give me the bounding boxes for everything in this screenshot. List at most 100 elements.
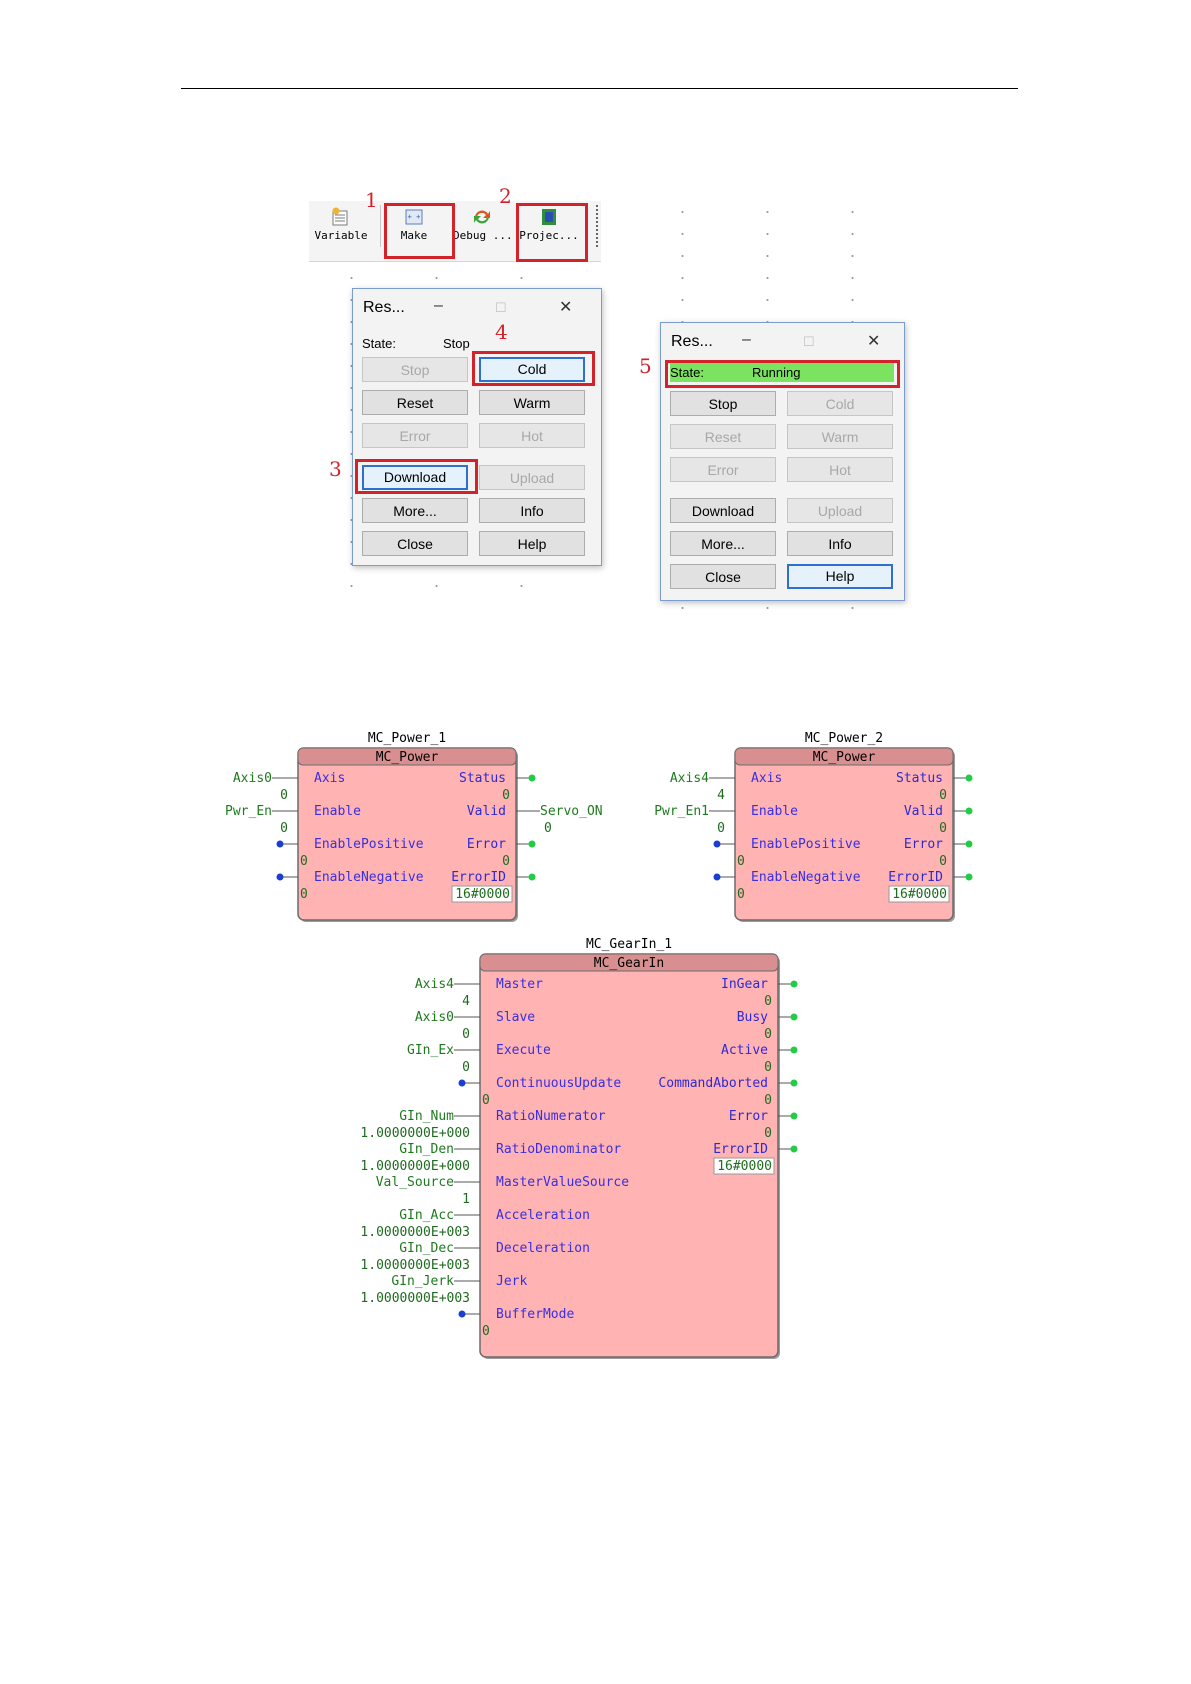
reset-button[interactable]: Reset [362, 390, 468, 415]
right-screenshot: Res... – ☐ ✕ State: Running Stop Cold Re… [640, 201, 923, 610]
mc-gearin-1-input-dot-BufferMode [458, 1310, 466, 1318]
maximize-button: ☐ [803, 334, 815, 349]
hot-button: Hot [479, 423, 585, 448]
warm-button[interactable]: Warm [479, 390, 585, 415]
help-button[interactable]: Help [479, 531, 585, 556]
step-number-4: 4 [495, 320, 508, 344]
mc-power-1-input-value-EnablePositive: 0 [300, 854, 308, 869]
download-button[interactable]: Download [670, 498, 776, 523]
info-button[interactable]: Info [479, 498, 585, 523]
mc-power-1-type-name: MC_Power [376, 750, 439, 765]
state-label: State: [362, 336, 396, 351]
mc-gearin-1-input-value-RatioNumerator: 1.0000000E+000 [360, 1126, 470, 1141]
step-number-2: 2 [499, 184, 512, 208]
mc-power-2-output-Status: Status [896, 771, 943, 786]
mc-power-1-output-value-ErrorID: 16#0000 [455, 887, 510, 902]
error-button: Error [362, 423, 468, 448]
cold-button: Cold [787, 391, 893, 416]
mc-power-1-output-ErrorID: ErrorID [451, 870, 506, 885]
mc-gearin-1-output-value-InGear: 0 [764, 994, 772, 1009]
close-icon[interactable]: ✕ [867, 333, 881, 350]
mc-gearin-1-output-dot-InGear [790, 980, 798, 988]
project-icon [542, 209, 556, 225]
close-icon[interactable]: ✕ [559, 299, 573, 316]
mc-power-1-instance-name: MC_Power_1 [368, 731, 446, 746]
mc-power-1-header [297, 747, 517, 766]
toolbar-project[interactable]: Projec... [517, 201, 581, 251]
mc-power-1-input-EnablePositive: EnablePositive [314, 837, 424, 852]
toolbar-variable[interactable]: Variable [311, 201, 371, 251]
mc-power-2-output-Valid: Valid [904, 804, 943, 819]
mc-power-2-input-value-EnablePositive: 0 [737, 854, 745, 869]
mc-gearin-1-input-MasterValueSource: MasterValueSource [496, 1175, 629, 1190]
mc-power-1-input-var-Axis: Axis0 [233, 771, 272, 786]
mc-gearin-1-output-Active: Active [721, 1043, 768, 1058]
mc-gearin-1-input-value-Execute: 0 [462, 1060, 470, 1075]
download-button[interactable]: Download [362, 465, 468, 490]
minimize-button[interactable]: – [742, 331, 751, 348]
hot-button: Hot [787, 457, 893, 482]
mc-gearin-1-header [479, 953, 779, 972]
mc-gearin-1-input-BufferMode: BufferMode [496, 1307, 574, 1322]
mc-power-2-output-value-Valid: 0 [939, 821, 947, 836]
help-button[interactable]: Help [787, 564, 893, 589]
mc-gearin-1-output-box-ErrorID [713, 1157, 775, 1175]
mc-power-2-output-dot-Status [965, 774, 973, 782]
upload-button: Upload [479, 465, 585, 490]
info-button[interactable]: Info [787, 531, 893, 556]
upload-button: Upload [787, 498, 893, 523]
variable-icon [332, 207, 348, 226]
mc-power-2-type-name: MC_Power [813, 750, 876, 765]
mc-gearin-1-instance-name: MC_GearIn_1 [586, 937, 672, 952]
mc-gearin-1-input-var-MasterValueSource: Val_Source [376, 1175, 454, 1190]
more-button[interactable]: More... [670, 531, 776, 556]
function-block-diagram: MC_Power_1MC_PowerAxisAxis00EnablePwr_En… [225, 731, 973, 1359]
toolbar-make[interactable]: + + Make [385, 201, 443, 251]
mc-gearin-1-type-name: MC_GearIn [594, 956, 664, 971]
warm-button: Warm [787, 424, 893, 449]
mc-gearin-1-output-value-ErrorID: 16#0000 [717, 1159, 772, 1174]
mc-power-1-output-box-ErrorID [451, 885, 513, 903]
close-button[interactable]: Close [670, 564, 776, 589]
mc-gearin-1-input-Execute: Execute [496, 1043, 551, 1058]
mc-gearin-1-input-var-Execute: GIn_Ex [407, 1043, 454, 1058]
mc-power-1-output-Status: Status [459, 771, 506, 786]
mc-gearin-1-input-Master: Master [496, 977, 543, 992]
mc-power-2-output-dot-ErrorID [965, 873, 973, 881]
toolbar-debug[interactable]: Debug ... [453, 201, 513, 251]
mc-power-2-input-Enable: Enable [751, 804, 798, 819]
mc-gearin-1-input-value-BufferMode: 0 [482, 1324, 490, 1339]
stop-button: Stop [362, 357, 468, 382]
toolbar-separator [380, 205, 381, 247]
mc-gearin-1-input-value-Deceleration: 1.0000000E+003 [360, 1258, 470, 1273]
mc-power-2-input-EnableNegative: EnableNegative [751, 870, 861, 885]
mc-gearin-1-input-RatioNumerator: RatioNumerator [496, 1109, 606, 1124]
mc-power-2-input-EnablePositive: EnablePositive [751, 837, 861, 852]
mc-gearin-1-output-Busy: Busy [737, 1010, 768, 1025]
mc-power-1-output-value-Error: 0 [502, 854, 510, 869]
close-button[interactable]: Close [362, 531, 468, 556]
mc-gearin-1-input-Acceleration: Acceleration [496, 1208, 590, 1223]
toolbar-variable-label: Variable [314, 229, 368, 242]
mc-gearin-1-input-RatioDenominator: RatioDenominator [496, 1142, 621, 1157]
minimize-button[interactable]: – [434, 297, 443, 314]
mc-power-2-output-dot-Error [965, 840, 973, 848]
mc-gearin-1-input-value-MasterValueSource: 1 [462, 1192, 470, 1207]
cold-button[interactable]: Cold [479, 357, 585, 382]
mc-power-1-input-dot-EnablePositive [276, 840, 284, 848]
mc-gearin-1-input-var-Slave: Axis0 [415, 1010, 454, 1025]
toolbar: Variable + + Make Debug ... Projec... [309, 201, 601, 262]
mc-power-1-input-dot-EnableNegative [276, 873, 284, 881]
mc-power-1-output-dot-Error [528, 840, 536, 848]
mc-power-1-output-value-Status: 0 [502, 788, 510, 803]
mc-gearin-1-input-var-Deceleration: GIn_Dec [399, 1241, 454, 1256]
mc-gearin-1-input-Jerk: Jerk [496, 1274, 527, 1289]
mc-gearin-1-input-var-RatioDenominator: GIn_Den [399, 1142, 454, 1157]
stop-button[interactable]: Stop [670, 391, 776, 416]
state-label: State: [670, 365, 704, 380]
mc-gearin-1-input-var-Jerk: GIn_Jerk [391, 1274, 454, 1289]
mc-power-1-input-EnableNegative: EnableNegative [314, 870, 424, 885]
mc-power-1-input-var-Enable: Pwr_En [225, 804, 272, 819]
more-button[interactable]: More... [362, 498, 468, 523]
step-number-5: 5 [639, 354, 652, 378]
